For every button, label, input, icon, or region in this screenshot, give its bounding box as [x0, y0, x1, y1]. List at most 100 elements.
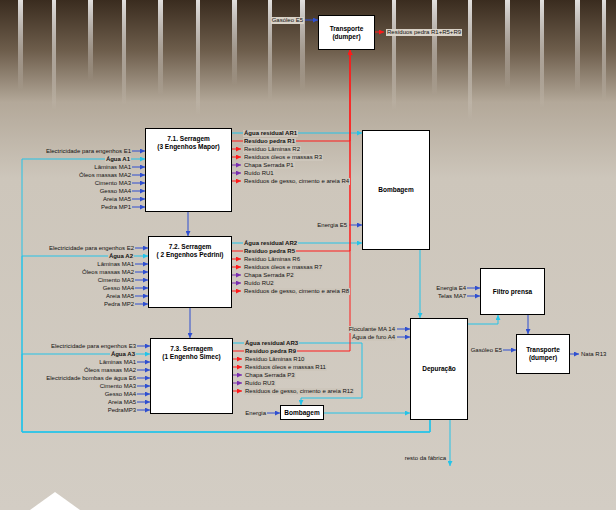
- leader-arrow: [232, 173, 241, 174]
- flow-label: resto da fábrica: [405, 455, 446, 462]
- flow-label: Areia MA5: [108, 399, 136, 406]
- leader-arrow: [132, 199, 145, 200]
- leader-arrow: [137, 362, 150, 363]
- leader-arrow: [132, 167, 145, 168]
- leader-arrow: [232, 165, 241, 166]
- connector-label: Resíduo pedra R1: [243, 138, 296, 145]
- node-text: Transporte: [330, 25, 364, 33]
- node-text: Transporte: [526, 346, 560, 354]
- flow-label: Resíduo Lâminas R10: [244, 356, 305, 363]
- flow-label: Electricidade bombas de água E6: [46, 375, 136, 382]
- flow-label: Lâminas MA1: [99, 359, 136, 366]
- stone-streak: [602, 0, 606, 100]
- edge-group: [22, 50, 528, 432]
- flow-label: Resíduos de gesso, cimento e areia R12: [244, 388, 354, 395]
- stone-streak: [158, 0, 163, 95]
- flow-label: Electricidade para engenhos E1: [46, 148, 131, 155]
- process-box: 7.1. Serragem(3 Engenhos Mapor): [145, 128, 232, 212]
- leader-arrow: [132, 151, 145, 152]
- flow-label: Cimento MA3: [100, 383, 136, 390]
- flow-label: Energia E5: [316, 222, 348, 229]
- connector-label: Água residual AR1: [243, 130, 298, 137]
- flow-label: Resíduos óleos e massas R3: [243, 154, 323, 161]
- flow-label: Nata R13: [581, 351, 606, 358]
- stone-streak: [122, 0, 126, 105]
- leader-arrow: [232, 267, 241, 268]
- stone-streak: [540, 0, 544, 108]
- flow-label: Electricidade para engenhos E2: [49, 245, 134, 252]
- node-text: 7.3. Serragem: [170, 345, 213, 353]
- flow-label: Telas MA7: [438, 293, 466, 300]
- process-box: 7.3. Serragem(1 Engenho Simec): [150, 338, 233, 414]
- flow-label: Resíduos óleos e massas R7: [243, 264, 323, 271]
- node-text: Filtro prensa: [493, 288, 532, 296]
- flow-connector: [468, 315, 498, 324]
- leader-arrow: [232, 259, 241, 260]
- stone-streak: [300, 0, 305, 90]
- flow-label: Energia: [245, 410, 266, 417]
- stone-streak: [268, 0, 272, 100]
- leader-arrow: [137, 394, 150, 395]
- flow-label: Pedra MP2: [104, 301, 134, 308]
- node-text: Depuração: [422, 365, 456, 373]
- node-text: Bombagem: [378, 186, 413, 194]
- connector-label: Água residual AR2: [243, 240, 298, 247]
- leader-arrow: [135, 288, 148, 289]
- flow-label: Resíduos pedra R1+R5+R9: [386, 29, 462, 36]
- flow-connector: [233, 343, 362, 405]
- node-text: 7.1. Serragem: [167, 135, 210, 143]
- node-text: (3 Engenhos Mapor): [157, 143, 219, 151]
- flow-label: Chapa Serrada P3: [244, 372, 296, 379]
- leader-arrow: [467, 288, 480, 289]
- flow-label: PedraMP3: [108, 407, 136, 414]
- photo-corner: [30, 492, 80, 510]
- flow-label: Chapa Serrada P1: [243, 162, 295, 169]
- leader-arrow: [137, 386, 150, 387]
- flow-label: Areia MA5: [103, 196, 131, 203]
- flow-connector: [420, 250, 421, 318]
- flow-label: Óleos massas MA2: [82, 269, 134, 276]
- flow-label: Lâminas MA1: [94, 164, 131, 171]
- flow-label: Ruído RU1: [243, 170, 275, 177]
- stone-streak: [88, 0, 93, 80]
- leader-arrow: [132, 191, 145, 192]
- flow-label: Gesso MA4: [103, 285, 134, 292]
- leader-arrow: [267, 413, 280, 414]
- leader-arrow: [135, 272, 148, 273]
- leader-arrow: [135, 304, 148, 305]
- flow-label: Resíduos de gesso, cimento e areia R4: [243, 178, 350, 185]
- leader-arrow: [570, 354, 579, 355]
- leader-arrow: [137, 378, 150, 379]
- node-text: 7.2. Serragem: [169, 243, 212, 251]
- leader-arrow: [232, 291, 241, 292]
- flow-connector: [324, 413, 410, 414]
- flow-label: Chapa Serrada P2: [243, 272, 295, 279]
- stone-streak: [232, 0, 237, 85]
- leader-arrow: [397, 329, 410, 330]
- leader-arrow: [232, 275, 241, 276]
- flow-connector: [233, 50, 350, 351]
- stone-streak: [196, 0, 200, 115]
- stone-streak: [505, 0, 510, 88]
- node-text: Bombagem: [284, 409, 319, 417]
- stone-streak: [52, 0, 56, 110]
- leader-arrow: [137, 410, 150, 411]
- leader-arrow: [232, 283, 241, 284]
- flow-label: Areia MA5: [106, 293, 134, 300]
- leader-arrow: [137, 346, 150, 347]
- flow-connector: [232, 50, 350, 141]
- leader-arrow: [233, 367, 242, 368]
- leader-arrow: [233, 391, 242, 392]
- stone-streak: [392, 0, 396, 110]
- flow-label: Gesso MA4: [100, 188, 131, 195]
- leader-group: [132, 20, 579, 413]
- flow-label: Resíduo Lâminas R6: [243, 256, 301, 263]
- process-box: Transporte(dumper): [516, 334, 570, 374]
- leader-arrow: [305, 20, 318, 21]
- stone-streak: [575, 0, 580, 92]
